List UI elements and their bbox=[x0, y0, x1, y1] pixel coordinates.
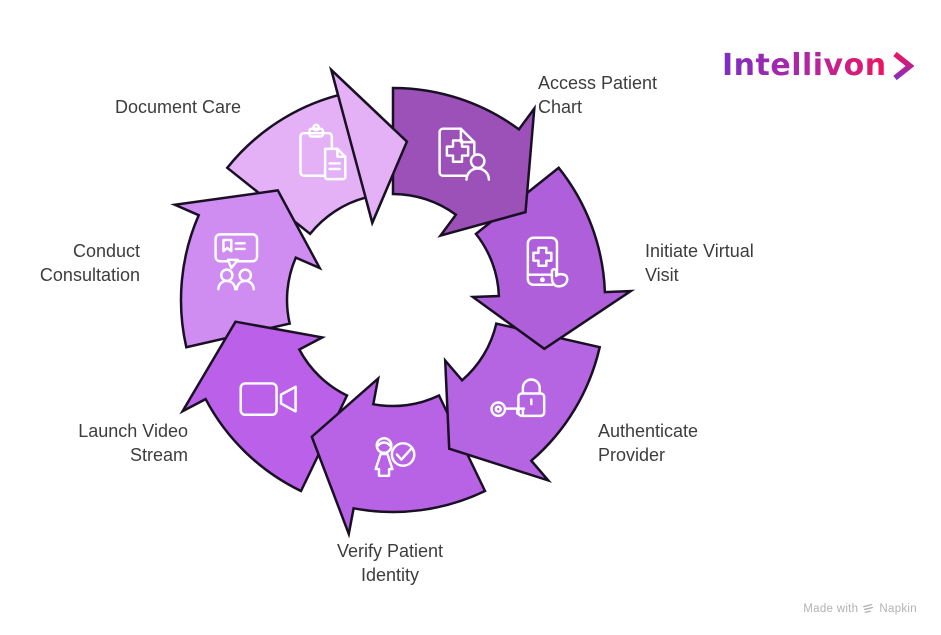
label-document-care: Document Care bbox=[114, 97, 242, 117]
person-check-icon bbox=[374, 437, 416, 478]
chevron-right-icon bbox=[892, 51, 914, 80]
segment-authenticate-provider bbox=[443, 322, 602, 483]
label-conduct-consultation: Conduct Consultation bbox=[39, 241, 140, 285]
label-authenticate-provider: Authenticate Provider bbox=[598, 421, 699, 465]
virtual-visit-phone-icon bbox=[526, 236, 569, 288]
label-launch-video-stream: Launch Video Stream bbox=[78, 421, 188, 465]
napkin-badge-prefix: Made with bbox=[803, 602, 859, 615]
patient-chart-icon bbox=[438, 127, 491, 181]
cycle-icons bbox=[214, 123, 569, 478]
napkin-badge[interactable]: Made with Napkin bbox=[803, 602, 917, 615]
cycle-segments bbox=[170, 66, 636, 539]
label-verify-patient-identity: Verify Patient Identity bbox=[336, 541, 444, 585]
intellivon-logo: Intellivon bbox=[722, 48, 914, 83]
lock-key-icon bbox=[490, 378, 546, 418]
clipboard-icon bbox=[299, 123, 347, 181]
consultation-icon bbox=[214, 233, 259, 291]
logo-wordmark: Intellivon bbox=[722, 48, 887, 83]
label-access-patient-chart: Access Patient Chart bbox=[538, 73, 658, 117]
segment-head-document-care bbox=[329, 66, 409, 227]
napkin-logo-icon bbox=[863, 603, 874, 614]
video-camera-icon bbox=[239, 382, 297, 417]
napkin-badge-brand: Napkin bbox=[879, 602, 917, 615]
label-initiate-virtual-visit: Initiate Virtual Visit bbox=[645, 241, 754, 285]
segment-launch-video-stream bbox=[179, 320, 349, 493]
segment-access-patient-chart bbox=[391, 86, 536, 238]
